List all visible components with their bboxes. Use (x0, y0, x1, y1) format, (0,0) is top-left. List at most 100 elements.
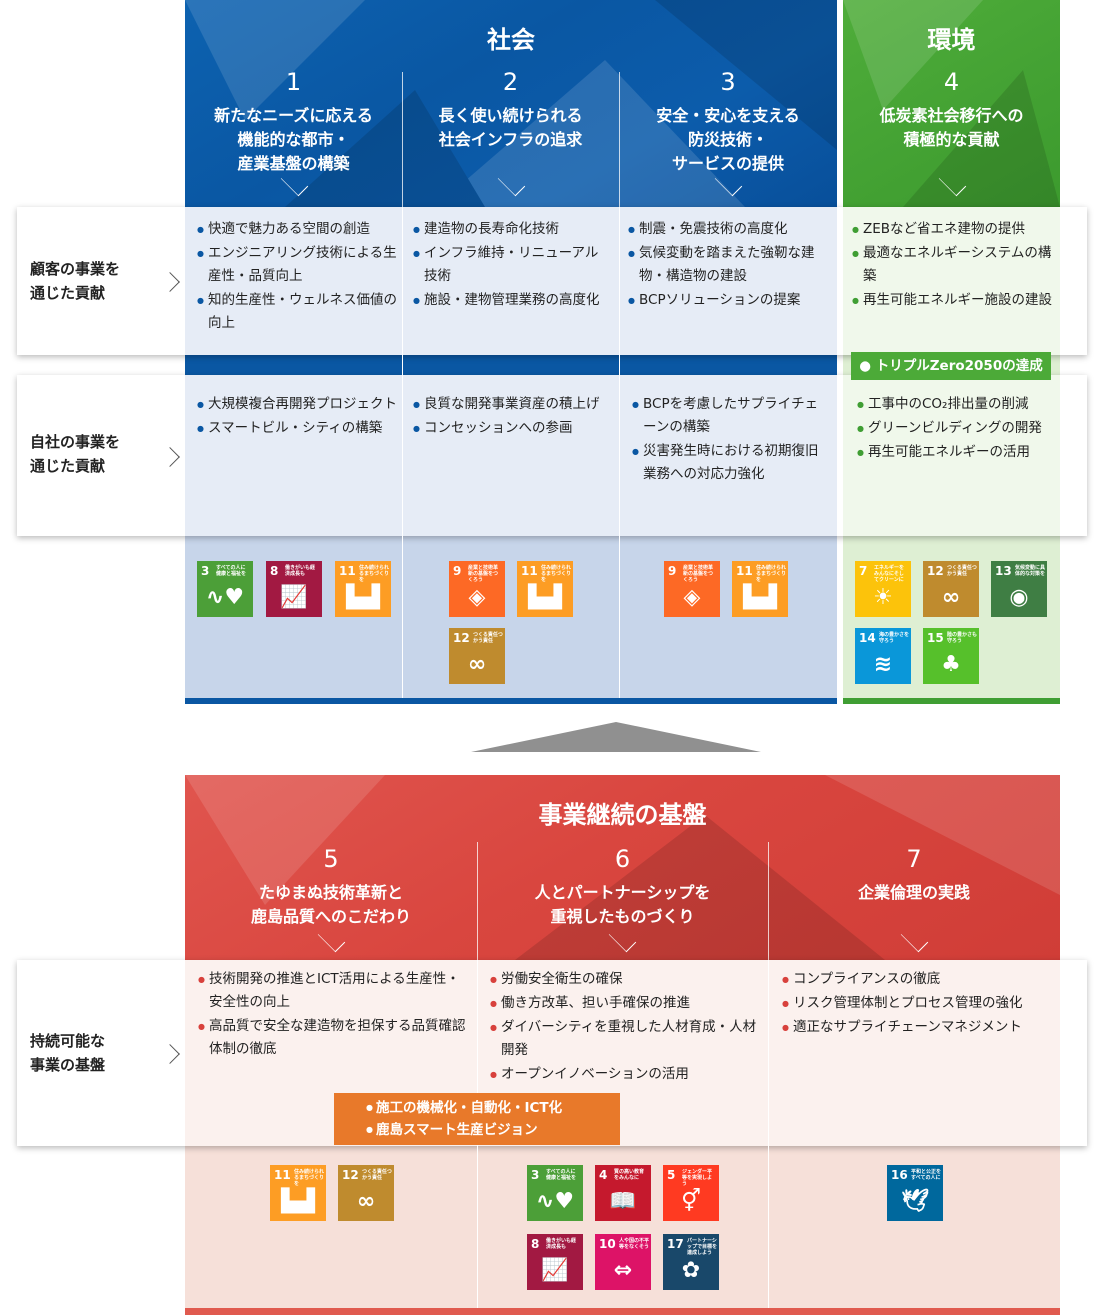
sdg-number: 15 (927, 631, 944, 645)
list-item: BCPソリューションの提案 (628, 289, 828, 312)
foundation-items-6: 労働安全衛生の確保 働き方改革、担い手確保の推進 ダイバーシティを重視した人材育… (490, 968, 762, 1087)
list-item: ダイバーシティを重視した人材育成・人材開発 (490, 1016, 762, 1062)
eye-globe-icon: ◉ (1009, 585, 1029, 610)
column-divider (768, 960, 769, 1308)
list-item: 災害発生時における初期復旧業務への対応力強化 (632, 440, 827, 486)
list-item: 労働安全衛生の確保 (490, 968, 762, 991)
pillar-number: 1 (285, 68, 302, 96)
city-icon: ▙▟ (281, 1189, 315, 1214)
up-arrow-triangle (471, 722, 761, 752)
pillar-4-heading: 4 低炭素社会移行への 積極的な貢献 (843, 68, 1060, 152)
chevron-right-icon (160, 1044, 180, 1064)
list-item: 再生可能エネルギー施設の建設 (852, 289, 1052, 312)
sdg-number: 10 (599, 1237, 616, 1251)
sdg-caption: 海の豊かさを守ろう (879, 632, 910, 644)
pillar-3-heading: 3 安全・安心を支える 防災技術・ サービスの提供 (619, 68, 837, 176)
list-item: 鹿島スマート生産ビジョン (366, 1119, 620, 1141)
pillar-6-heading: 6 人とパートナーシップを 重視したものづくり (477, 845, 768, 929)
sdg-number: 8 (270, 564, 279, 578)
column-divider (402, 72, 403, 207)
sdg-caption: 住み続けられるまちづくりを (294, 1169, 325, 1187)
list-item: インフラ維持・リニューアル技術 (413, 242, 603, 288)
sdg-caption: つくる責任つかう責任 (362, 1169, 392, 1181)
column-divider (619, 207, 620, 698)
list-item: 快適で魅力ある空間の創造 (197, 218, 397, 241)
infinity-icon: ∞ (467, 652, 487, 677)
sdg-caption: 産業と技術革新の基盤をつくろう (683, 565, 714, 583)
pillar-title: 長く使い続けられる 社会インフラの追求 (438, 106, 583, 149)
book-icon: 📖 (609, 1189, 637, 1214)
tree-icon: ♣ (941, 652, 961, 677)
sdg-number: 11 (521, 564, 538, 578)
sdg-number: 14 (859, 631, 876, 645)
list-item: 適正なサプライチェーンマネジメント (782, 1016, 1054, 1039)
sdg-number: 9 (453, 564, 462, 578)
list-item: 工事中のCO₂排出量の削減 (857, 393, 1052, 416)
list-item: 施工の機械化・自動化・ICT化 (366, 1097, 620, 1119)
sdg-number: 3 (531, 1168, 540, 1182)
column-divider (619, 72, 620, 207)
chevron-right-icon (160, 447, 180, 467)
pillar-title: 人とパートナーシップを 重視したものづくり (534, 883, 711, 926)
sdg-caption: すべての人に健康と福祉を (546, 1169, 577, 1181)
sdg-caption: つくる責任つかう責任 (947, 565, 977, 577)
list-item: BCPを考慮したサプライチェーンの構築 (632, 393, 827, 439)
environment-header (843, 0, 1060, 207)
pillar-title: 企業倫理の実践 (857, 883, 970, 902)
sdg-number: 8 (531, 1237, 540, 1251)
pillar-number: 7 (906, 845, 922, 873)
list-item: 最適なエネルギーシステムの構築 (852, 242, 1052, 288)
list-item: 高品質で安全な建造物を担保する品質確認体制の徹底 (198, 1015, 470, 1061)
sdg-number: 4 (599, 1168, 608, 1182)
society-band (185, 355, 837, 375)
list-item: 建造物の長寿命化技術 (413, 218, 603, 241)
list-item: 技術開発の推進とICT活用による生産性・安全性の向上 (198, 968, 470, 1014)
background-pattern (843, 0, 1060, 207)
pillar-number: 2 (502, 68, 519, 96)
list-item: 気候変動を踏まえた強靭な建物・構造物の建設 (628, 242, 828, 288)
own-items-4: 工事中のCO₂排出量の削減 グリーンビルディングの開発 再生可能エネルギーの活用 (857, 393, 1052, 465)
sdg-number: 17 (667, 1237, 684, 1251)
dove-icon: 🕊 (901, 1189, 929, 1214)
pillar-number: 4 (943, 68, 960, 96)
society-title: 社会 (487, 26, 535, 54)
smart-production-box: 施工の機械化・自動化・ICT化 鹿島スマート生産ビジョン (334, 1093, 620, 1145)
sdg-number: 16 (891, 1168, 908, 1182)
list-item: 施設・建物管理業務の高度化 (413, 289, 603, 312)
row-label-sustain: 持続可能な 事業の基盤 (17, 960, 185, 1146)
sdg-caption: 働きがいも経済成長も (285, 565, 316, 577)
pillar-title: 安全・安心を支える 防災技術・ サービスの提供 (656, 106, 800, 173)
sdg-caption: つくる責任つかう責任 (473, 632, 503, 644)
pillar-number: 6 (614, 845, 631, 873)
society-bottom-bar (185, 698, 837, 704)
pillar-number: 5 (323, 845, 339, 873)
chevron-right-icon (160, 272, 180, 292)
sdg-number: 9 (668, 564, 677, 578)
foundation-bottom-bar (185, 1308, 1060, 1315)
row-label-customer: 顧客の事業を 通じた貢献 (17, 207, 185, 355)
list-item: 知的生産性・ウェルネス価値の向上 (197, 289, 397, 335)
customer-items-4: ZEBなど省エネ建物の提供 最適なエネルギーシステムの構築 再生可能エネルギー施… (852, 218, 1052, 313)
society-header (185, 0, 837, 207)
sdg-caption: 陸の豊かさも守ろう (947, 632, 978, 644)
foundation-items-7: コンプライアンスの徹底 リスク管理体制とプロセス管理の強化 適正なサプライチェー… (782, 968, 1054, 1040)
triple-zero-badge: ● トリプルZero2050の達成 (851, 352, 1051, 380)
own-items-2: 良質な開発事業資産の積上げ コンセッションへの参画 (413, 393, 603, 441)
growth-chart-icon: 📈 (280, 585, 308, 610)
fish-icon: ≋ (873, 652, 893, 677)
cubes-icon: ◈ (683, 585, 701, 610)
customer-items-2: 建造物の長寿命化技術 インフラ維持・リニューアル技術 施設・建物管理業務の高度化 (413, 218, 603, 313)
